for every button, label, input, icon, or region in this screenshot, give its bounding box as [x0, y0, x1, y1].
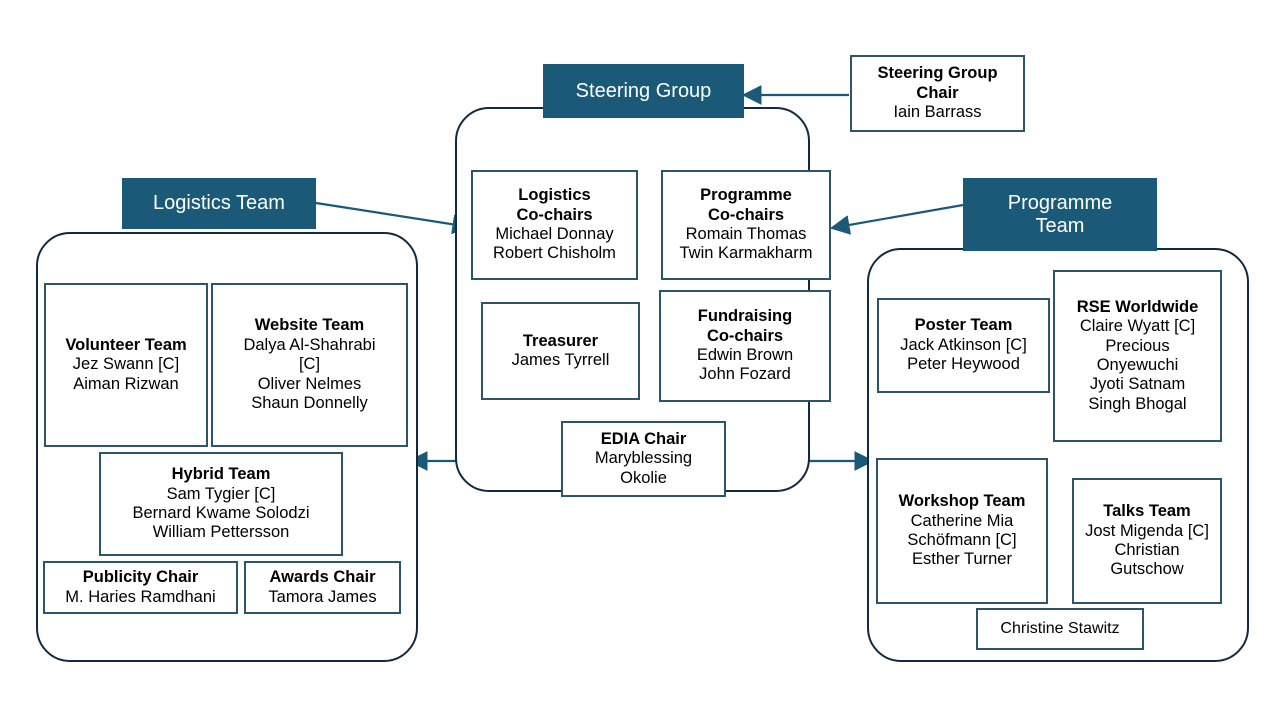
rse-worldwide-member-5: Singh Bhogal	[1088, 394, 1187, 413]
fundraising-title-1: Fundraising	[697, 307, 793, 326]
treasurer-box[interactable]: Treasurer James Tyrrell	[481, 302, 640, 400]
website-team-title: Website Team	[254, 316, 365, 335]
fundraising-member-1: Edwin Brown	[696, 346, 794, 364]
logistics-co-chairs-title-1: Logistics	[518, 186, 591, 205]
logistics-co-chairs-box[interactable]: Logistics Co-chairs Michael Donnay Rober…	[471, 170, 638, 280]
talks-team-member-1: Jost Migenda [C]	[1085, 521, 1209, 540]
poster-team-member-2: Peter Heywood	[907, 355, 1020, 374]
steering-group-chair-title-2: Chair	[916, 83, 959, 102]
publicity-chair-member-1: M. Haries Ramdhani	[65, 587, 216, 606]
awards-chair-box[interactable]: Awards Chair Tamora James	[244, 561, 401, 614]
poster-team-title: Poster Team	[914, 316, 1013, 335]
rse-worldwide-member-1: Claire Wyatt [C]	[1079, 317, 1196, 336]
christine-stawitz-box[interactable]: Christine Stawitz	[976, 608, 1144, 650]
fundraising-member-2: John Fozard	[699, 365, 791, 384]
programme-team-tab-label-line-1: Programme	[1007, 191, 1113, 214]
poster-team-box[interactable]: Poster Team Jack Atkinson [C] Peter Heyw…	[877, 298, 1050, 393]
programme-team-tab[interactable]: Programme Team	[963, 178, 1157, 251]
logistics-team-tab[interactable]: Logistics Team	[122, 178, 316, 229]
rse-worldwide-member-2: Precious	[1105, 336, 1170, 355]
website-team-member-1: Dalya Al-Shahrabi	[243, 335, 376, 354]
hybrid-team-title: Hybrid Team	[171, 465, 271, 484]
edia-chair-title: EDIA Chair	[600, 429, 687, 448]
volunteer-team-box[interactable]: Volunteer Team Jez Swann [C] Aiman Rizwa…	[44, 283, 208, 447]
christine-stawitz-member-1: Christine Stawitz	[1000, 619, 1120, 637]
volunteer-team-member-1: Jez Swann [C]	[72, 355, 180, 374]
fundraising-co-chairs-box[interactable]: Fundraising Co-chairs Edwin Brown John F…	[659, 290, 831, 402]
workshop-team-member-1: Catherine Mia	[910, 511, 1014, 530]
talks-team-box[interactable]: Talks Team Jost Migenda [C] Christian Gu…	[1072, 478, 1222, 604]
workshop-team-member-3: Esther Turner	[912, 550, 1012, 569]
website-team-member-3: Oliver Nelmes	[257, 374, 362, 393]
programme-co-chairs-member-2: Twin Karmakharm	[679, 244, 813, 263]
website-team-member-4: Shaun Donnelly	[251, 394, 368, 413]
programme-co-chairs-title-1: Programme	[700, 186, 792, 205]
talks-team-member-3: Gutschow	[1110, 560, 1184, 579]
poster-team-member-1: Jack Atkinson [C]	[900, 335, 1027, 354]
awards-chair-title: Awards Chair	[269, 568, 376, 587]
workshop-team-box[interactable]: Workshop Team Catherine Mia Schöfmann [C…	[876, 458, 1048, 604]
logistics-co-chairs-member-2: Robert Chisholm	[493, 244, 616, 263]
rse-worldwide-title: RSE Worldwide	[1076, 297, 1199, 316]
edia-chair-member-1: Maryblessing	[594, 449, 693, 468]
website-team-box[interactable]: Website Team Dalya Al-Shahrabi [C] Olive…	[211, 283, 408, 447]
hybrid-team-box[interactable]: Hybrid Team Sam Tygier [C] Bernard Kwame…	[99, 452, 343, 556]
volunteer-team-title: Volunteer Team	[65, 335, 187, 354]
steering-group-chair-box[interactable]: Steering Group Chair Iain Barrass	[850, 55, 1025, 132]
edia-chair-box[interactable]: EDIA Chair Maryblessing Okolie	[561, 421, 726, 497]
publicity-chair-title: Publicity Chair	[82, 568, 199, 587]
talks-team-title: Talks Team	[1103, 502, 1191, 521]
workshop-team-title: Workshop Team	[898, 492, 1026, 511]
rse-worldwide-member-4: Jyoti Satnam	[1089, 375, 1186, 394]
hybrid-team-member-3: William Pettersson	[152, 523, 290, 542]
volunteer-team-member-2: Aiman Rizwan	[73, 374, 179, 393]
logistics-team-tab-label: Logistics Team	[153, 192, 285, 214]
talks-team-member-2: Christian	[1114, 541, 1180, 559]
rse-worldwide-box[interactable]: RSE Worldwide Claire Wyatt [C] Precious …	[1053, 270, 1222, 442]
hybrid-team-member-1: Sam Tygier [C]	[166, 484, 276, 503]
workshop-team-member-2: Schöfmann [C]	[907, 531, 1017, 549]
hybrid-team-member-2: Bernard Kwame Solodzi	[132, 504, 310, 522]
steering-group-chair-title-1: Steering Group	[877, 64, 998, 83]
programme-co-chairs-member-1: Romain Thomas	[685, 225, 807, 243]
fundraising-title-2: Co-chairs	[706, 326, 784, 345]
treasurer-title: Treasurer	[522, 331, 599, 350]
treasurer-member-1: James Tyrrell	[511, 351, 610, 369]
connector-programme-tab-to-cochairs	[829, 203, 964, 235]
edia-chair-member-2: Okolie	[620, 468, 667, 487]
programme-team-tab-label-line-2: Team	[1035, 214, 1085, 237]
connector-logistics-tab-to-cochairs	[315, 201, 473, 235]
logistics-co-chairs-title-2: Co-chairs	[516, 205, 593, 224]
steering-group-tab[interactable]: Steering Group	[543, 64, 744, 118]
publicity-chair-box[interactable]: Publicity Chair M. Haries Ramdhani	[43, 561, 238, 614]
programme-co-chairs-box[interactable]: Programme Co-chairs Romain Thomas Twin K…	[661, 170, 831, 280]
rse-worldwide-member-3: Onyewuchi	[1096, 356, 1179, 374]
logistics-co-chairs-member-1: Michael Donnay	[495, 225, 614, 243]
steering-group-tab-label: Steering Group	[575, 79, 712, 102]
programme-co-chairs-title-2: Co-chairs	[707, 205, 785, 224]
website-team-member-2: [C]	[298, 355, 321, 374]
steering-group-chair-member-1: Iain Barrass	[893, 103, 982, 122]
awards-chair-member-1: Tamora James	[268, 587, 377, 606]
